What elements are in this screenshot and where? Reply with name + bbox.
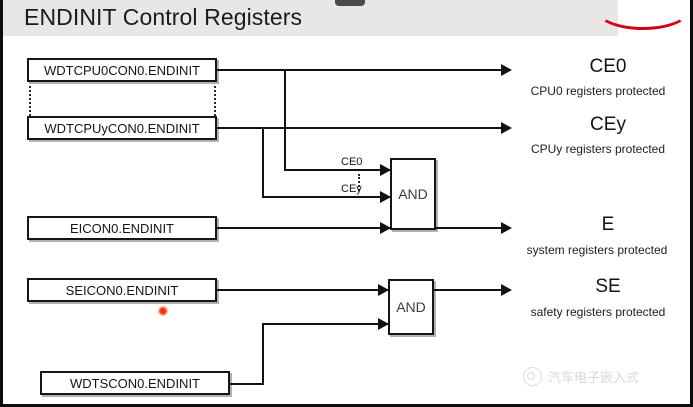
ellipsis-dots-right xyxy=(214,86,216,116)
arrow-and-upper-in3 xyxy=(380,222,391,234)
page-title: ENDINIT Control Registers xyxy=(24,4,303,30)
arrow-ce0 xyxy=(501,64,512,76)
gate-label: AND xyxy=(396,299,426,315)
register-box-wdtscon0: WDTSCON0.ENDINIT xyxy=(40,371,230,395)
wire-wdtscon0-into-and xyxy=(262,323,390,325)
wire-and-lower-to-se xyxy=(434,289,503,291)
register-box-wdtcpu0con0: WDTCPU0CON0.ENDINIT xyxy=(27,58,217,82)
wire-cpu0-branch-down xyxy=(284,69,286,170)
watermark: 汽车电子嵌入式 xyxy=(523,367,639,386)
wire-and-upper-to-e xyxy=(436,227,503,229)
output-name-e: E xyxy=(601,214,615,235)
arrow-and-upper-in2 xyxy=(380,191,391,203)
register-label: WDTCPU0CON0.ENDINIT xyxy=(43,62,200,78)
output-desc-ce0: CPU0 registers protected xyxy=(530,84,666,98)
wire-ce0-into-and xyxy=(284,169,392,171)
wire-cpuy-to-cey xyxy=(217,127,503,129)
output-desc-e: system registers protected xyxy=(526,243,668,257)
wire-eicon0-into-and xyxy=(217,227,392,229)
register-label: EICON0.ENDINIT xyxy=(69,220,174,236)
endinit-block-diagram: WDTCPU0CON0.ENDINIT WDTCPUyCON0.ENDINIT … xyxy=(3,36,690,404)
wire-wdtscon0-up xyxy=(262,323,264,384)
pin-label-cey: CEy xyxy=(341,183,362,195)
arrow-and-lower-in1 xyxy=(378,284,389,296)
arrow-e xyxy=(501,222,512,234)
ellipsis-dots-gate-inputs xyxy=(358,174,360,191)
wire-cey-into-and xyxy=(262,196,392,198)
wechat-icon xyxy=(523,367,542,386)
wire-cpu0-to-ce0 xyxy=(217,69,503,71)
laser-pointer-dot xyxy=(158,306,168,316)
register-label: SEICON0.ENDINIT xyxy=(65,282,179,298)
output-name-ce0: CE0 xyxy=(589,56,627,77)
title-bar xyxy=(3,0,618,36)
arrow-and-lower-in2 xyxy=(378,318,389,330)
infineon-logo: Infineon xyxy=(596,0,690,30)
register-box-seicon0: SEICON0.ENDINIT xyxy=(27,278,217,302)
and-gate-upper: AND xyxy=(390,158,436,230)
arrow-cey xyxy=(501,122,512,134)
ellipsis-dots-left xyxy=(29,86,31,116)
register-label: WDTSCON0.ENDINIT xyxy=(70,375,200,391)
wire-wdtscon0-out xyxy=(230,383,264,385)
top-nub-decoration xyxy=(335,0,365,6)
register-box-wdtcpuycon0: WDTCPUyCON0.ENDINIT xyxy=(27,116,217,140)
wire-cpuy-branch-down xyxy=(262,127,264,197)
output-name-cey: CEy xyxy=(590,114,626,135)
register-label: WDTCPUyCON0.ENDINIT xyxy=(44,120,200,136)
watermark-text: 汽车电子嵌入式 xyxy=(548,370,640,385)
wire-seicon0-into-and xyxy=(217,289,390,291)
pin-label-ce0: CE0 xyxy=(341,156,363,168)
and-gate-lower: AND xyxy=(388,279,434,335)
output-desc-se: safety registers protected xyxy=(530,305,666,319)
register-box-eicon0: EICON0.ENDINIT xyxy=(27,216,217,240)
logo-swoosh-icon xyxy=(596,0,690,30)
arrow-se xyxy=(501,284,512,296)
arrow-and-upper-in1 xyxy=(380,164,391,176)
output-name-se: SE xyxy=(595,276,621,297)
output-desc-cey: CPUy registers protected xyxy=(530,142,666,156)
gate-label: AND xyxy=(398,186,428,202)
